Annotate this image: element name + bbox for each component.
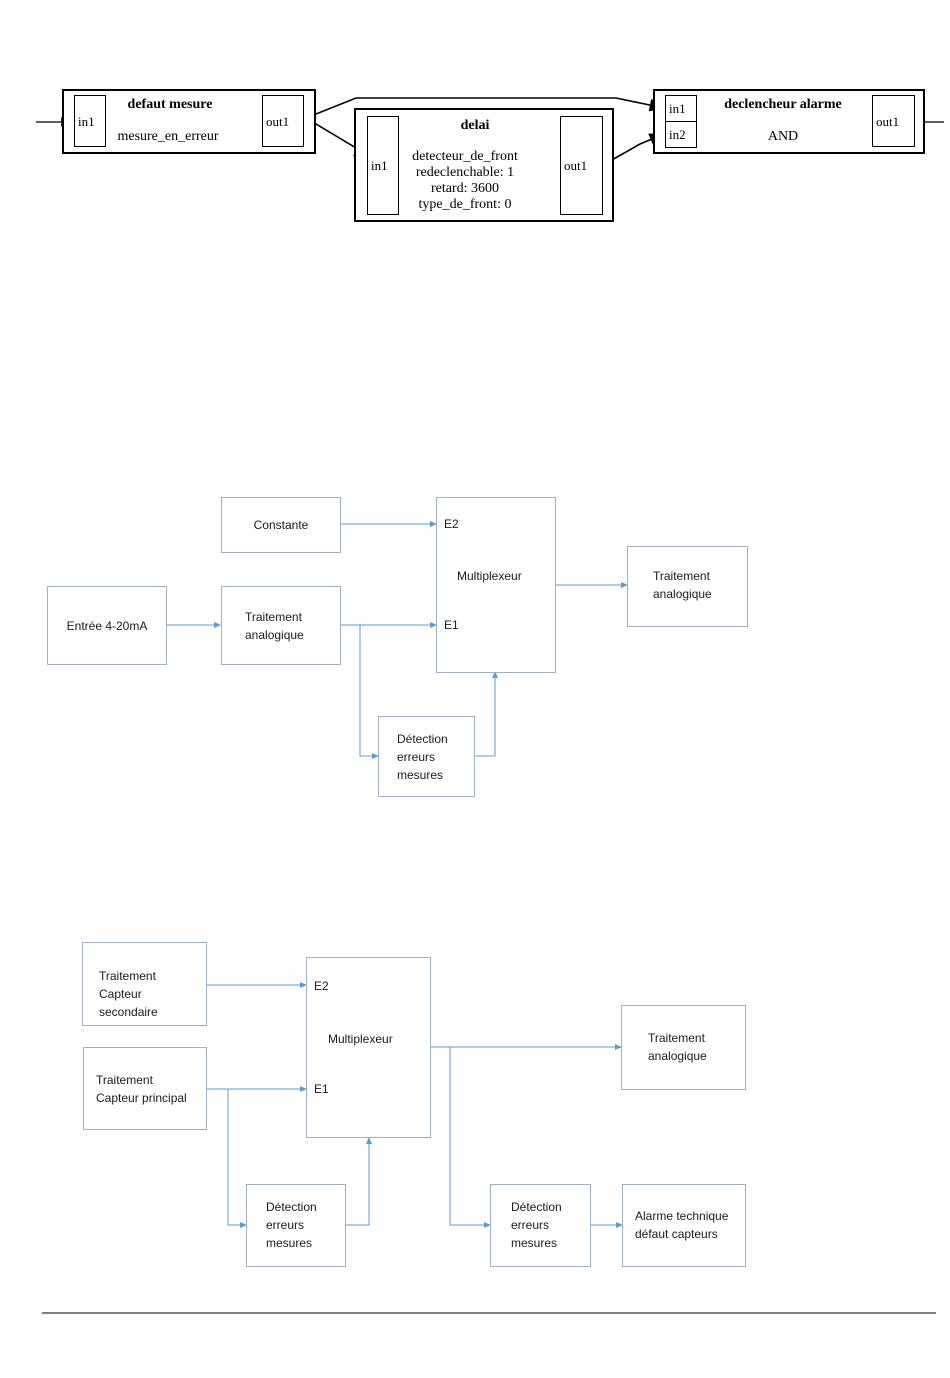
- e1-label: E1: [444, 618, 459, 632]
- traitement-analogique-in-box: Traitement analogique: [221, 586, 341, 665]
- e2-label-3: E2: [314, 979, 329, 993]
- alarme-out1-port: out1: [872, 95, 915, 147]
- constante-box: Constante: [221, 497, 341, 553]
- e2-label: E2: [444, 517, 459, 531]
- link-detection-multiplexeur-3: [345, 1137, 372, 1226]
- link-multiplexeur-detection-right: [449, 1047, 491, 1228]
- principal-line-1: Capteur principal: [96, 1091, 187, 1105]
- principal-line-0: Traitement: [96, 1073, 153, 1087]
- defaut-body-text: mesure_en_erreur: [117, 129, 219, 144]
- traitement-in-line-1: analogique: [245, 628, 304, 642]
- detection-right-box: Détection erreurs mesures: [490, 1184, 591, 1267]
- link-defaut-alarme: [305, 97, 666, 119]
- alarme-line-0: Alarme technique: [635, 1209, 729, 1223]
- detection-line-1: erreurs: [397, 750, 436, 764]
- detection-left-box: Détection erreurs mesures: [246, 1184, 346, 1267]
- detection-left-line-1: erreurs: [266, 1218, 305, 1232]
- defaut-out1-port: out1: [262, 95, 304, 147]
- alarme-body-text: AND: [767, 129, 799, 144]
- detection-right-line-1: erreurs: [511, 1218, 550, 1232]
- defaut-in1-port: in1: [74, 95, 106, 147]
- delai-out1-port: out1: [560, 116, 603, 215]
- alarme-in2-port: in2: [665, 121, 697, 148]
- delai-param-0: detecteur_de_front: [412, 149, 518, 164]
- detection-line-2: mesures: [397, 768, 444, 782]
- traitement-3-line-0: Traitement: [648, 1031, 705, 1045]
- delai-param-1: redeclenchable: 1: [415, 165, 515, 180]
- multiplexeur-label: Multiplexeur: [457, 569, 522, 583]
- alarme-line-1: défaut capteurs: [635, 1227, 718, 1241]
- capteur-secondaire-box: Traitement Capteur secondaire: [82, 942, 207, 1026]
- traitement-analogique-out-box: Traitement analogique: [627, 546, 748, 627]
- delai-title: delai: [460, 118, 490, 133]
- multiplexeur-box: E2 Multiplexeur E1: [436, 497, 556, 673]
- entree-label: Entrée 4-20mA: [66, 618, 148, 633]
- link-principal-detection: [227, 1089, 247, 1228]
- link-detection-multiplexeur: [474, 671, 498, 757]
- delai-params: detecteur_de_front redeclenchable: 1 ret…: [400, 149, 530, 213]
- capteur-principal-box: Traitement Capteur principal: [83, 1047, 207, 1130]
- alarme-title: declencheur alarme: [724, 97, 842, 112]
- detection-left-line-2: mesures: [266, 1236, 313, 1250]
- traitement-out-line-0: Traitement: [653, 569, 710, 583]
- detection-right-line-2: mesures: [511, 1236, 558, 1250]
- constante-label: Constante: [253, 518, 309, 532]
- secondaire-line-2: secondaire: [99, 1005, 158, 1019]
- traitement-out-line-1: analogique: [653, 587, 712, 601]
- traitement-in-line-0: Traitement: [245, 610, 302, 624]
- delai-param-3: type_de_front: 0: [418, 197, 512, 212]
- multiplexeur-label-3: Multiplexeur: [328, 1032, 393, 1046]
- delai-param-2: retard: 3600: [430, 181, 500, 196]
- traitement-3-line-1: analogique: [648, 1049, 707, 1063]
- e1-label-3: E1: [314, 1082, 329, 1096]
- alarme-in1-port: in1: [665, 95, 697, 122]
- alarme-technique-box: Alarme technique défaut capteurs: [622, 1184, 746, 1267]
- multiplexeur-box-3: E2 Multiplexeur E1: [306, 957, 431, 1138]
- delai-in1-port: in1: [367, 116, 399, 215]
- secondaire-line-1: Capteur: [99, 987, 142, 1001]
- traitement-analogique-box-3: Traitement analogique: [621, 1005, 746, 1090]
- detection-right-line-0: Détection: [511, 1200, 562, 1214]
- entree-box: Entrée 4-20mA: [47, 586, 167, 665]
- link-traitement-detection: [359, 625, 379, 759]
- detection-left-line-0: Détection: [266, 1200, 317, 1214]
- detection-line-0: Détection: [397, 732, 448, 746]
- detection-erreurs-box: Détection erreurs mesures: [378, 716, 475, 797]
- defaut-mesure-title: defaut mesure: [127, 97, 213, 112]
- secondaire-line-0: Traitement: [99, 969, 156, 983]
